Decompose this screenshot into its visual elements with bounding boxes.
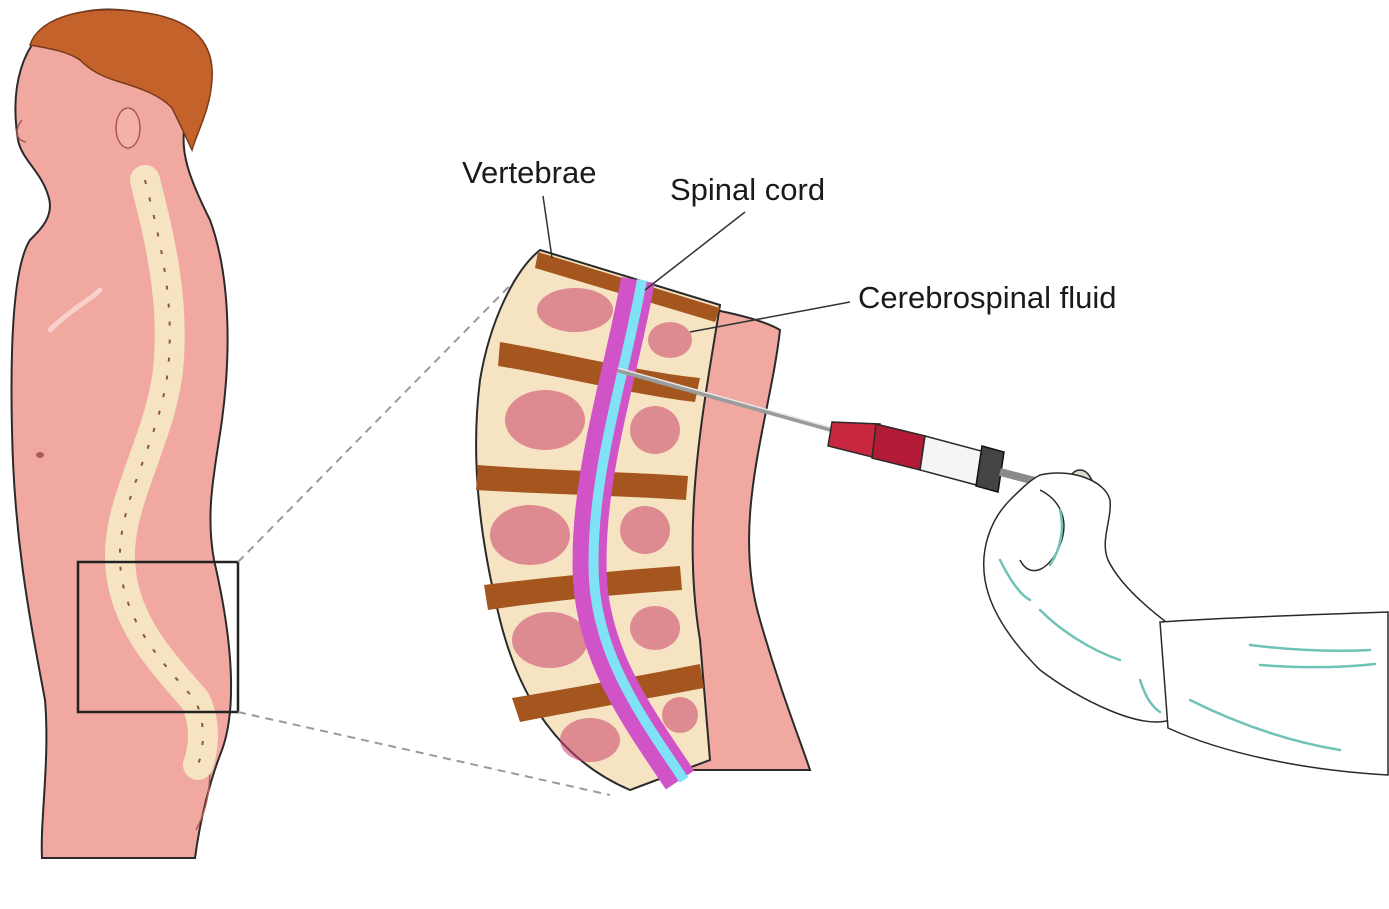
sleeve: [1160, 612, 1388, 775]
label-spinal-cord: Spinal cord: [670, 172, 825, 208]
leader-vertebrae: [543, 196, 552, 258]
syringe-barrel: [920, 436, 985, 486]
person-navel: [36, 452, 44, 458]
person-ear: [116, 108, 140, 148]
leader-spinal-cord: [645, 212, 745, 290]
label-vertebrae: Vertebrae: [462, 155, 596, 191]
spine-cross-section: [476, 250, 810, 790]
syringe-fluid: [872, 424, 925, 470]
label-cerebrospinal-fluid: Cerebrospinal fluid: [858, 280, 1116, 316]
gloved-hand-icon: [984, 473, 1388, 775]
person-side-view-icon: [12, 10, 238, 858]
